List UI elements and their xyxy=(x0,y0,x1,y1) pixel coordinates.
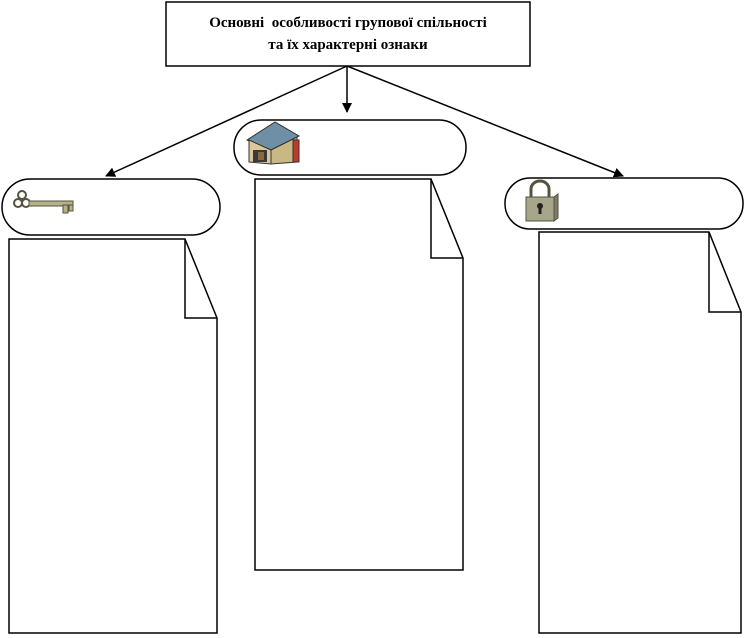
branch-left xyxy=(1,178,221,634)
branch-heading-right xyxy=(504,177,744,230)
content-page-left xyxy=(8,238,218,634)
connector-arrow-right xyxy=(346,65,624,178)
title-line-2: та їх характерні ознаки xyxy=(268,37,428,53)
connector-arrow-left xyxy=(105,65,348,177)
content-page-center xyxy=(254,178,464,571)
content-page-right xyxy=(538,231,742,634)
title-line-1: Основні особливості групової спільності xyxy=(209,15,487,31)
branch-heading-left xyxy=(1,178,221,236)
title-box: Основні особливості групової спільності … xyxy=(165,1,531,67)
page-fold-center xyxy=(430,179,463,259)
key-icon xyxy=(13,190,74,214)
branch-right xyxy=(504,177,744,634)
page-fold-left xyxy=(184,239,217,319)
padlock-icon xyxy=(525,179,559,222)
house-icon xyxy=(245,121,301,165)
branch-center xyxy=(233,119,467,571)
page-fold-right xyxy=(708,232,741,313)
